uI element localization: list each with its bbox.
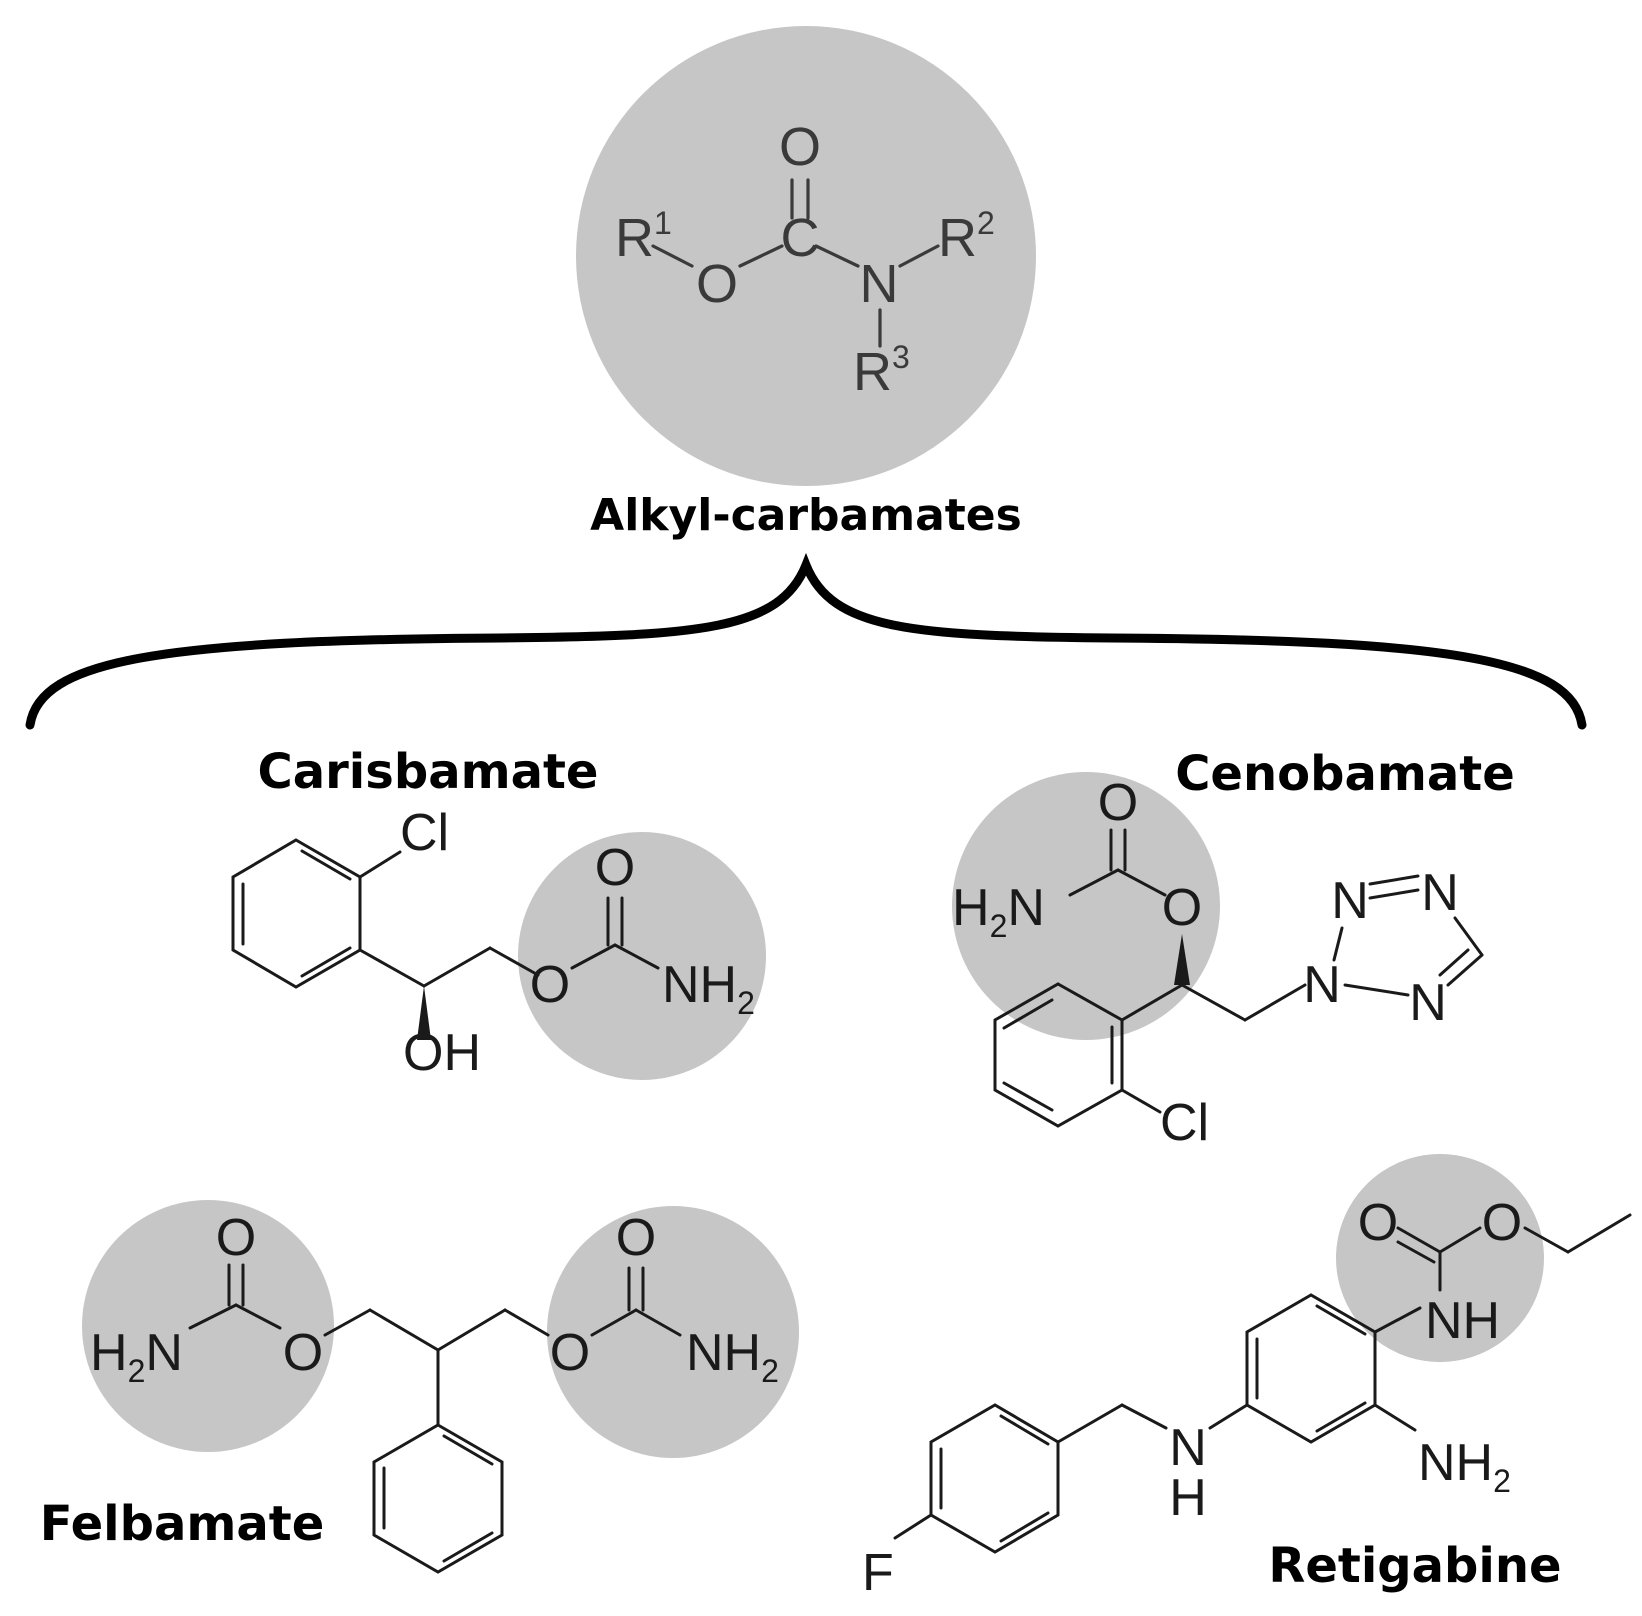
carisbamate-atom-o-ester: O: [530, 956, 570, 1014]
cenobamate-highlight-circle: [952, 772, 1220, 1040]
carisbamate-atom-o-double: O: [595, 839, 635, 897]
felbamate-atom-nh2-right: NH2: [686, 1324, 779, 1389]
retigabine-atom-nh-carbamate: NH: [1425, 1292, 1500, 1350]
general-carbamate-structure: O C O N R1 R2 R3: [576, 26, 1036, 486]
carisbamate-atom-oh: OH: [403, 1024, 481, 1082]
general-r3: R3: [853, 339, 910, 402]
carisbamate-highlight-circle: [518, 832, 766, 1080]
general-atom-c: C: [781, 208, 820, 268]
cenobamate-atom-o-double: O: [1098, 774, 1138, 832]
cenobamate-atom-o-ester: O: [1162, 879, 1202, 937]
general-highlight-circle: [576, 26, 1036, 486]
felbamate-structure: Felbamate O H2N O O O NH2: [40, 1200, 799, 1574]
general-r1: R1: [615, 205, 672, 268]
carisbamate-atom-nh2: NH2: [662, 956, 755, 1021]
cenobamate-atom-n3: N: [1409, 974, 1447, 1032]
felbamate-atom-h2n-left: H2N: [90, 1324, 183, 1389]
general-r2: R2: [938, 205, 995, 268]
grouping-brace: [25, 552, 1587, 730]
cenobamate-atom-h2n: H2N: [952, 879, 1045, 944]
cenobamate-name: Cenobamate: [1175, 746, 1515, 802]
felbamate-atom-o-ester-left: O: [283, 1324, 323, 1382]
retigabine-atom-o-double: O: [1358, 1194, 1398, 1252]
general-atom-n: N: [860, 254, 899, 314]
retigabine-atom-n-amine: N: [1169, 1419, 1207, 1477]
retigabine-atom-f: F: [862, 1544, 894, 1602]
cenobamate-atom-n1: N: [1331, 872, 1369, 930]
felbamate-name: Felbamate: [40, 1496, 325, 1552]
retigabine-atom-h-amine: H: [1169, 1469, 1207, 1527]
carisbamate-structure: Carisbamate Cl OH O O NH2: [231, 744, 766, 1082]
general-caption: Alkyl-carbamates: [590, 490, 1022, 541]
retigabine-name: Retigabine: [1268, 1538, 1561, 1594]
felbamate-atom-o-double-right: O: [616, 1209, 656, 1267]
carisbamate-name: Carisbamate: [258, 744, 599, 800]
cenobamate-atom-n2: N: [1303, 956, 1341, 1014]
retigabine-atom-o-ester: O: [1482, 1194, 1522, 1252]
general-atom-o-ester: O: [696, 254, 738, 314]
carisbamate-atom-cl: Cl: [400, 804, 449, 862]
felbamate-atom-o-double-left: O: [216, 1209, 256, 1267]
retigabine-atom-nh2: NH2: [1418, 1434, 1511, 1499]
felbamate-atom-o-ester-right: O: [550, 1324, 590, 1382]
cenobamate-atom-cl: Cl: [1160, 1094, 1209, 1152]
felbamate-left-highlight-circle: [82, 1200, 334, 1452]
cenobamate-atom-n4: N: [1421, 864, 1459, 922]
retigabine-structure: Retigabine O O NH NH2 N H F: [862, 1154, 1632, 1602]
cenobamate-structure: Cenobamate O H2N O Cl N N N N: [952, 746, 1515, 1152]
general-atom-o-double: O: [779, 117, 821, 177]
